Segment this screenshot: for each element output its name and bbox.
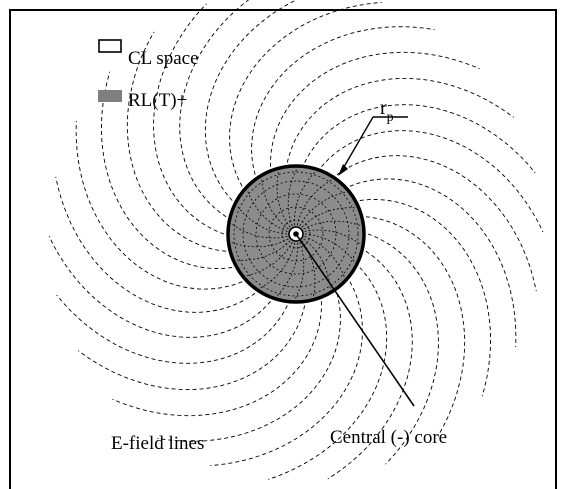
disk-spoke <box>294 242 305 301</box>
disk-spoke <box>230 238 289 248</box>
e-field-line <box>336 155 537 292</box>
disk-ring <box>242 180 350 288</box>
e-field-line <box>365 216 466 437</box>
disk-spoke <box>230 222 288 239</box>
disk-spoke <box>275 242 298 298</box>
e-field-line <box>48 235 271 338</box>
core-pointer-line <box>295 233 415 407</box>
radius-pointer <box>340 116 374 173</box>
disk-ring <box>255 193 337 275</box>
disk-spoke <box>245 241 293 277</box>
disk-spoke <box>287 167 298 226</box>
e-field-line <box>229 1 382 187</box>
central-core-label: Central (-) core <box>330 427 447 448</box>
e-field-lines-label: E-field lines <box>111 433 204 454</box>
e-field-line <box>268 267 388 480</box>
legend-swatch-cl-space <box>98 39 122 53</box>
e-field-line <box>126 31 227 252</box>
e-field-line <box>327 250 413 480</box>
figure-frame <box>9 9 557 489</box>
legend-swatch-rl <box>98 90 122 102</box>
radius-subscript: p <box>387 110 394 125</box>
radius-label: rp <box>380 97 394 125</box>
legend-label-cl-space: CL space <box>128 48 199 69</box>
disk-spoke <box>296 178 334 226</box>
disk-spoke <box>276 170 291 228</box>
disk-internal-grid <box>230 167 362 301</box>
disk-spoke <box>304 233 356 263</box>
e-field-line <box>55 176 256 313</box>
disk-spoke <box>294 170 317 226</box>
e-field-line <box>100 71 233 269</box>
disk-spoke <box>301 207 357 228</box>
e-field-line <box>321 130 544 233</box>
e-field-line <box>78 305 306 391</box>
e-field-line <box>112 301 322 417</box>
disk-spoke <box>304 229 362 246</box>
e-field-line <box>204 0 297 201</box>
radius-arrowhead <box>338 164 348 176</box>
disk-ring <box>268 206 324 262</box>
disk-spoke <box>303 238 331 291</box>
disk-spoke <box>303 220 362 230</box>
e-field-line <box>75 120 243 290</box>
disk-ring <box>281 219 311 249</box>
disk-spoke <box>236 205 288 235</box>
legend-label-rl: RL(T)+ <box>128 90 187 111</box>
e-field-lines-group <box>48 0 544 480</box>
disk-spoke <box>304 236 346 279</box>
e-field-line <box>210 281 363 467</box>
disk-ring <box>233 171 359 297</box>
e-field-line <box>251 26 435 175</box>
e-field-line <box>153 3 225 235</box>
e-field-line <box>359 199 492 397</box>
disk-spoke <box>235 240 291 261</box>
disk-spoke <box>246 189 288 232</box>
e-field-line <box>270 51 480 167</box>
e-field-line <box>304 104 536 174</box>
e-field-line <box>157 293 341 442</box>
e-field-line <box>56 294 288 364</box>
e-field-line <box>367 233 439 465</box>
disk-spoke <box>261 177 289 230</box>
e-field-line <box>179 0 250 218</box>
disk-spoke <box>299 191 347 227</box>
e-field-line <box>286 77 514 163</box>
e-field-line <box>349 178 517 348</box>
disk-spoke <box>258 242 296 290</box>
